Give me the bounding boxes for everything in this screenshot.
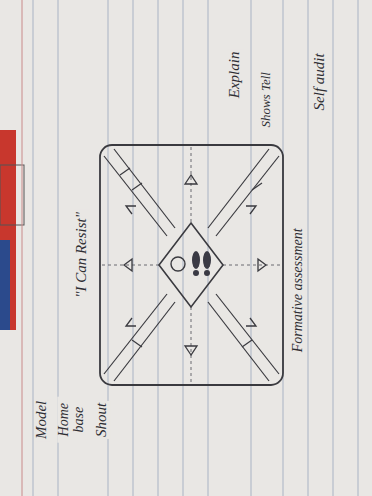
arrowheads <box>124 175 266 355</box>
margin-line <box>22 0 23 496</box>
handwritten-label: Shout <box>94 401 110 439</box>
flag-blue <box>0 240 10 330</box>
frame-edge <box>0 165 24 225</box>
center-lines <box>102 147 281 383</box>
handwritten-label: Model <box>34 399 50 441</box>
handwritten-label: "I Can Resist" <box>74 210 90 300</box>
outer-frame <box>100 145 283 385</box>
handwritten-label: Shows Tell <box>259 70 273 130</box>
handwritten-label: Formative assessment <box>291 226 306 354</box>
flag-red <box>0 130 16 330</box>
center-diamond <box>159 223 223 307</box>
ruled-lines <box>33 0 358 496</box>
figure-symbols <box>192 251 211 276</box>
circle-symbol <box>171 257 185 271</box>
handwritten-label: Self audit <box>312 51 328 112</box>
handwritten-label: Home base <box>57 397 86 443</box>
handwritten-label: Explain <box>227 50 243 101</box>
diagonal-bands <box>104 149 279 381</box>
